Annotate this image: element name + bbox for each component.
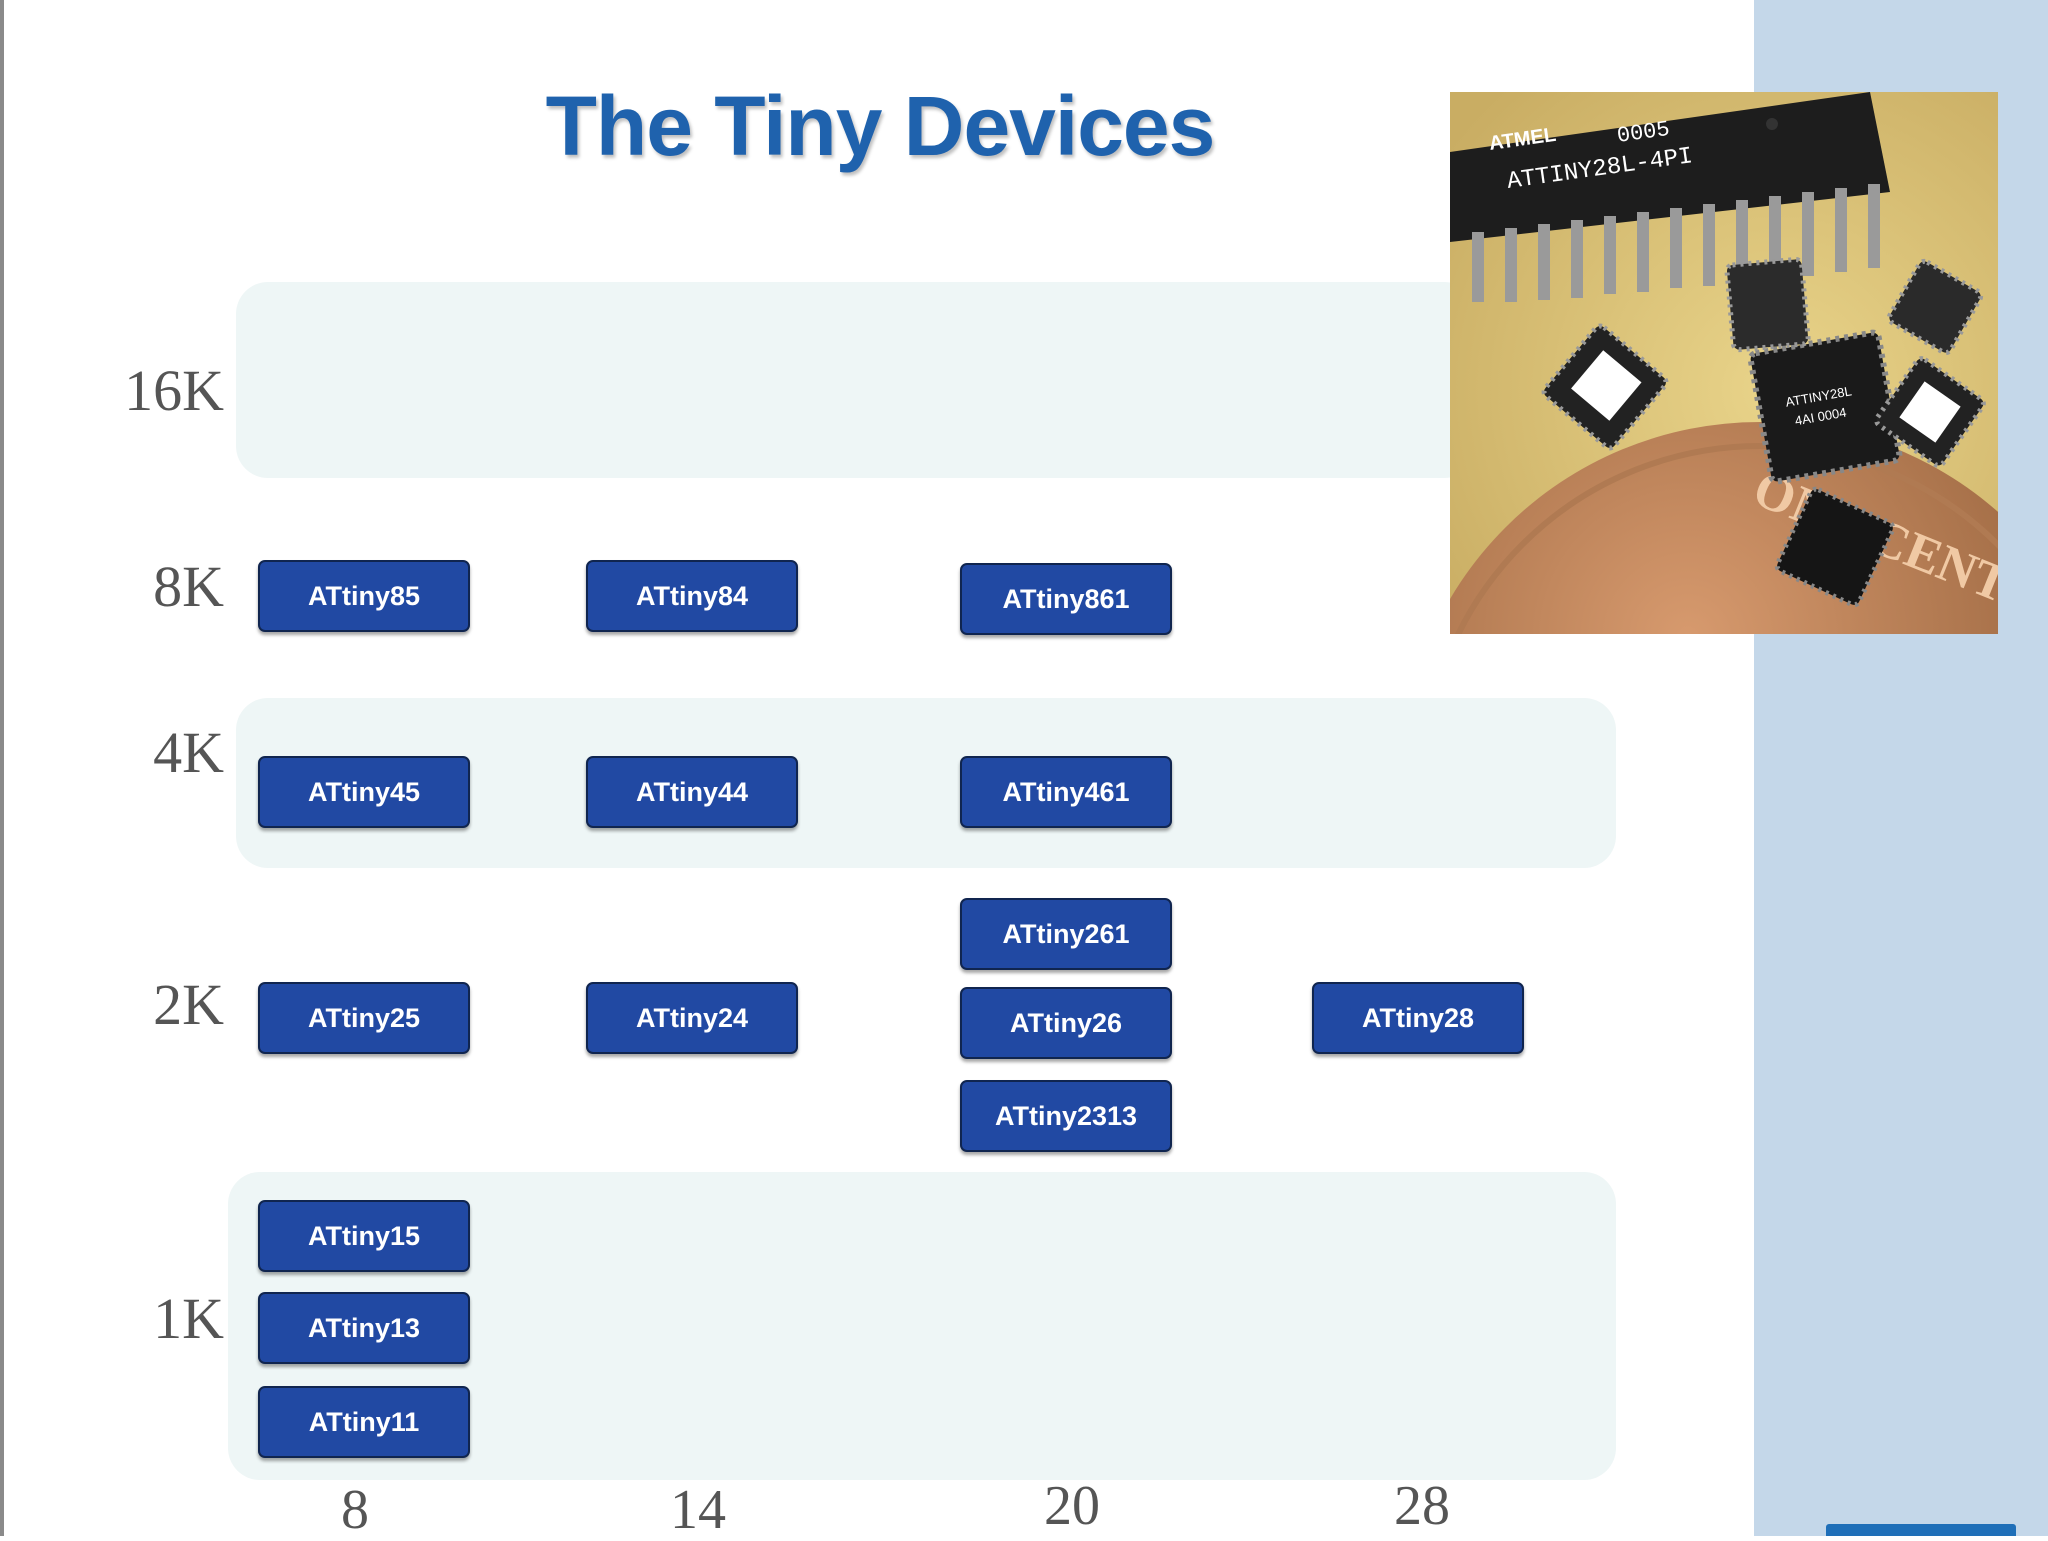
device-chip: ATtiny45 <box>258 756 470 828</box>
device-chip: ATtiny261 <box>960 898 1172 970</box>
y-label-1k: 1K <box>54 1290 224 1348</box>
slide-left-border <box>0 0 4 1536</box>
chip-photo: ONE CENT ATMEL 0005 ATTINY2 <box>1450 92 1998 634</box>
slide-title: The Tiny Devices <box>520 78 1240 188</box>
device-chip: ATtiny85 <box>258 560 470 632</box>
x-label-8: 8 <box>295 1482 415 1538</box>
x-label-28: 28 <box>1362 1478 1482 1534</box>
y-label-2k: 2K <box>54 976 224 1034</box>
device-chip: ATtiny461 <box>960 756 1172 828</box>
row-band-16k <box>236 282 1476 478</box>
device-chip: ATtiny28 <box>1312 982 1524 1054</box>
device-chip: ATtiny44 <box>586 756 798 828</box>
y-label-16k: 16K <box>54 362 224 420</box>
y-label-8k: 8K <box>54 558 224 616</box>
x-label-20: 20 <box>1012 1478 1132 1534</box>
small-chip-icon: ATTINY28L 4AI 0004 <box>1750 332 1901 483</box>
device-chip: ATtiny26 <box>960 987 1172 1059</box>
x-label-14: 14 <box>638 1482 758 1538</box>
device-chip: ATtiny13 <box>258 1292 470 1364</box>
device-chip: ATtiny2313 <box>960 1080 1172 1152</box>
device-chip: ATtiny15 <box>258 1200 470 1272</box>
device-chip: ATtiny24 <box>586 982 798 1054</box>
device-chip: ATtiny861 <box>960 563 1172 635</box>
device-chip: ATtiny84 <box>586 560 798 632</box>
device-chip: ATtiny25 <box>258 982 470 1054</box>
y-label-4k: 4K <box>54 724 224 782</box>
slide-corner-tab <box>1826 1524 2016 1536</box>
device-chip: ATtiny11 <box>258 1386 470 1458</box>
